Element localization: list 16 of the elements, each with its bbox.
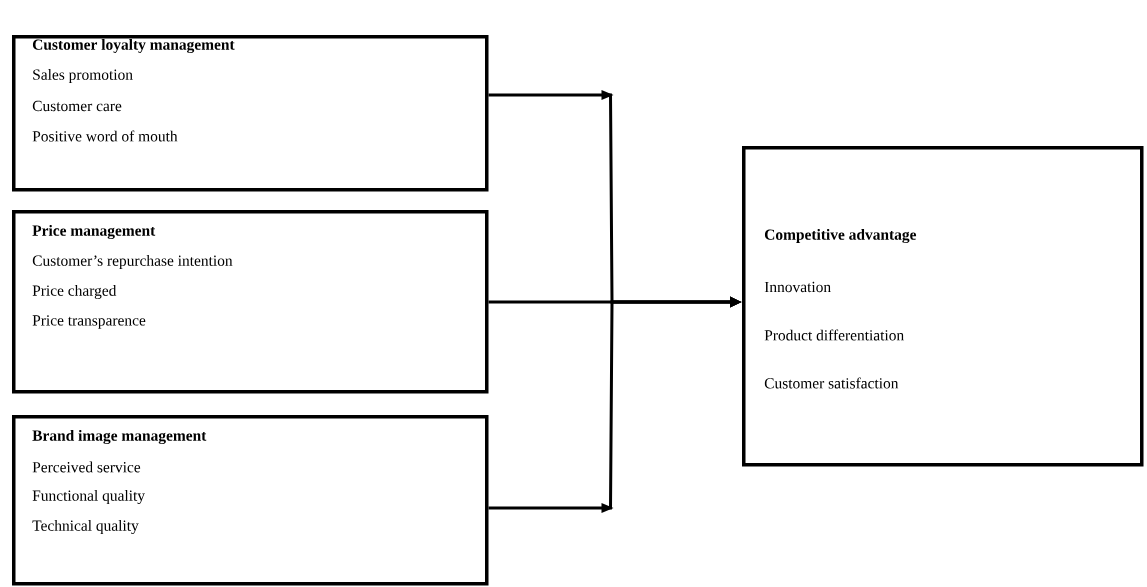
box-item: Customer satisfaction [764,377,899,389]
box-item: Product differentiation [764,329,904,341]
box-heading: Price management [32,224,156,240]
box-heading: Competitive advantage [764,228,917,244]
box-item: Technical quality [32,519,139,534]
box-heading: Brand image management [32,429,207,445]
box-item: Sales promotion [33,69,133,83]
box-item: Innovation [764,281,831,293]
box-item: Price transparence [32,315,146,329]
box-item: Customer care [32,100,122,112]
box-item: Price charged [32,284,117,299]
box-item: Positive word of mouth [32,130,178,142]
box-item: Functional quality [32,489,145,504]
box-item: Perceived service [32,461,141,473]
box-item: Customer’s repurchase intention [32,255,233,269]
box-heading: Customer loyalty management [32,38,235,54]
